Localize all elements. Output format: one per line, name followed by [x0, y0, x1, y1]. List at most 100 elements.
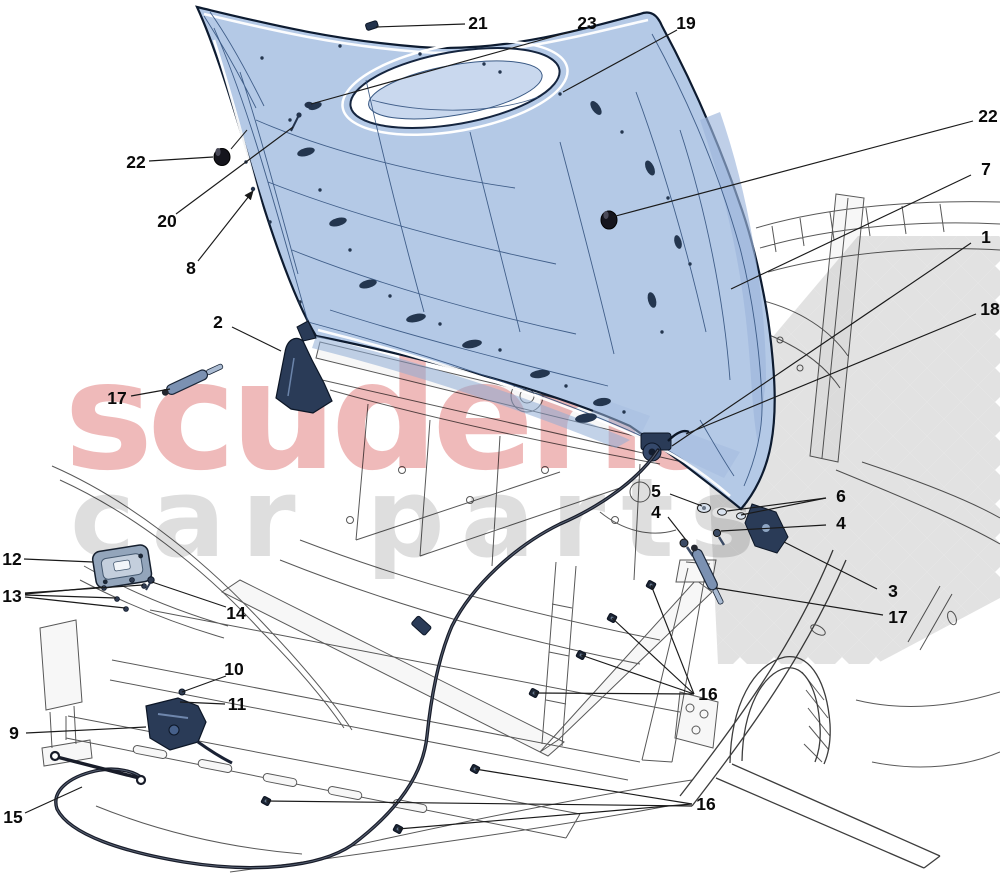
pin-part-20 [290, 112, 302, 132]
bolt-head [346, 516, 354, 524]
callout-4: 4 [720, 513, 846, 533]
callout-8: 8 [186, 190, 254, 278]
front-lid-shade-quad [590, 398, 650, 436]
front-lid [195, 5, 776, 511]
callout-label-23: 23 [577, 13, 597, 33]
leader-line [24, 596, 126, 609]
leader-line [730, 174, 972, 290]
leader-line [671, 242, 972, 447]
leader-line [23, 558, 94, 563]
callout-label-8: 8 [186, 258, 196, 278]
leader-line [474, 768, 693, 805]
leader-line [533, 692, 695, 695]
callout-label-22: 22 [126, 152, 146, 172]
callout-21: 21 [375, 13, 488, 33]
callout-label-22: 22 [978, 106, 998, 126]
callout-label-9: 9 [9, 723, 19, 743]
checker-diamond [791, 249, 825, 283]
vent-rim-highlight [341, 40, 569, 136]
leader-line [265, 800, 693, 807]
leader-line [726, 497, 827, 512]
bolt-head [611, 516, 619, 524]
front-lid-shade-quad [668, 430, 740, 478]
checker-diamond [978, 402, 1000, 436]
leader-line [375, 23, 466, 28]
callout-label-16: 16 [698, 684, 718, 704]
checker-diamond [978, 436, 1000, 470]
callout-label-7: 7 [981, 159, 991, 179]
hub-bolt [691, 725, 701, 735]
bolt-head [466, 496, 474, 504]
leader-line [580, 654, 695, 695]
hub-bolt [685, 703, 695, 713]
callout-label-20: 20 [157, 211, 177, 231]
callout-label-4: 4 [836, 513, 846, 533]
callout-19: 19 [562, 13, 696, 93]
leader-line [130, 388, 171, 397]
callout-10: 10 [181, 659, 244, 693]
callout-22: 22 [126, 152, 214, 172]
leader-line [231, 326, 282, 352]
cable-eyelet [135, 774, 147, 786]
cable-connector [411, 615, 432, 636]
leader-line [562, 29, 678, 93]
checker-diamond [978, 266, 1000, 300]
callout-13: 13 [2, 584, 144, 609]
callout-12: 12 [2, 549, 94, 569]
callout-4: 4 [651, 502, 687, 541]
part-icons [49, 20, 789, 870]
callout-16: 16 [533, 584, 718, 704]
leader-line [24, 594, 117, 599]
leader-line [650, 584, 695, 695]
callout-5: 5 [651, 481, 703, 507]
callout-label-2: 2 [213, 312, 223, 332]
callout-18: 18 [685, 299, 1000, 435]
sill-slot [197, 759, 233, 773]
watermark-line2: car parts [70, 454, 771, 582]
vent-detail-line [371, 96, 539, 111]
callout-label-17: 17 [888, 607, 907, 627]
leader-line [667, 516, 687, 541]
leader-line [611, 120, 974, 218]
leader-line [310, 29, 578, 105]
plate-part-12 [91, 544, 153, 589]
leader-line [685, 313, 977, 435]
callout-1: 1 [671, 227, 991, 447]
callout-label-10: 10 [224, 659, 244, 679]
checker-diamond [978, 470, 1000, 504]
inner-rib-lines [203, 11, 735, 477]
leader-line [148, 156, 214, 162]
checker-diamond [978, 236, 1000, 266]
callout-label-14: 14 [226, 603, 246, 623]
leader-line [197, 190, 254, 262]
lid-lock-part-1 [640, 429, 690, 462]
callout-label-12: 12 [2, 549, 22, 569]
gas-strut-part-17-right [690, 544, 724, 605]
rubber-plug-part-22-right [600, 210, 618, 230]
checker-diamond [910, 640, 944, 664]
chassis-brace-beams [221, 579, 713, 757]
washer-part-6b [736, 512, 746, 520]
bolt-part-4-right [712, 528, 726, 546]
callout-3: 3 [783, 541, 898, 601]
hinge-part-2 [275, 320, 333, 414]
sill-slot [132, 745, 168, 759]
sill-slot [262, 773, 298, 787]
washer-part-6a [717, 508, 727, 516]
checker-diamond [978, 572, 1000, 606]
body-panel-lines [679, 549, 941, 869]
hub-bracket [674, 691, 719, 749]
sill-slot [327, 786, 363, 800]
callout-23: 23 [310, 13, 597, 105]
inner-panel-rivets [244, 44, 692, 414]
leader-line [783, 541, 878, 590]
checker-diamond [774, 266, 808, 300]
callout-label-4: 4 [651, 502, 661, 522]
front-lid-shading [700, 112, 766, 444]
callout-label-3: 3 [888, 581, 898, 601]
leader-line [179, 701, 226, 705]
leader-line [397, 803, 693, 830]
callout-16: 16 [265, 768, 716, 830]
rubber-plug-part-22-left [213, 129, 248, 166]
